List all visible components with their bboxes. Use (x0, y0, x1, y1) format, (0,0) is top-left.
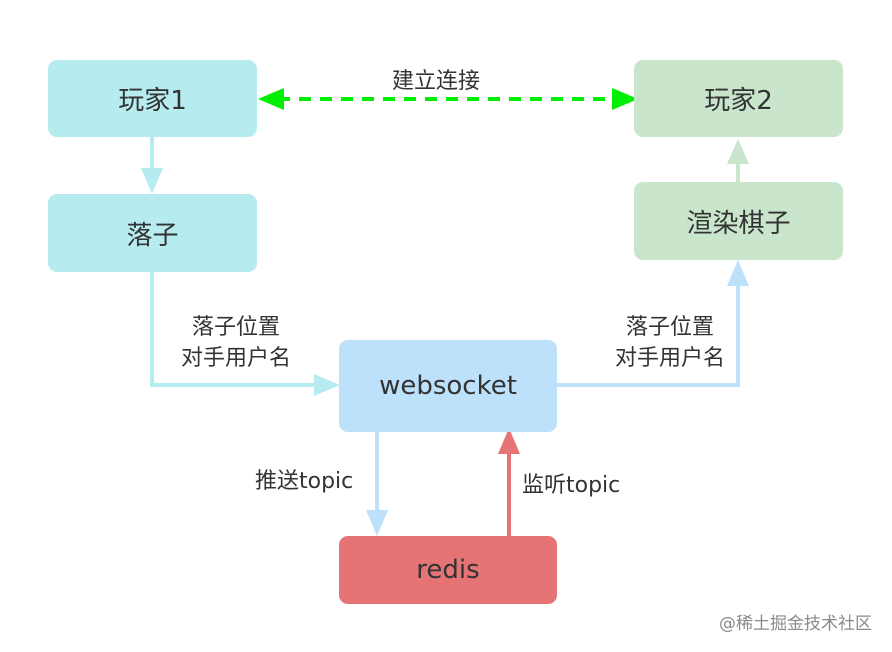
render-piece-node: 渲染棋子 (634, 182, 843, 260)
watermark: @稀土掘金技术社区 (719, 614, 872, 634)
place-to-websocket-label-line2: 对手用户名 (180, 346, 291, 371)
player2-node: 玩家2 (634, 60, 843, 137)
player1-node: 玩家1 (48, 60, 257, 137)
place-to-websocket-line (150, 272, 318, 387)
connect-label: 建立连接 (392, 69, 481, 94)
redis-to-websocket-label: 监听topic (522, 473, 621, 498)
websocket-to-render-label-line1: 落子位置 (625, 315, 714, 340)
place-to-websocket-arrowhead (314, 374, 340, 396)
redis-to-websocket-arrowhead (498, 428, 520, 454)
websocket-to-render-label: 落子位置 对手用户名 (602, 312, 738, 374)
websocket-to-render-line (556, 282, 740, 387)
redis-node: redis (339, 536, 557, 604)
websocket-node: websocket (339, 340, 557, 432)
render-to-player2-arrowhead (727, 139, 749, 164)
connect-arrowhead-right (612, 88, 638, 110)
websocket-to-render-label-line2: 对手用户名 (614, 346, 725, 371)
websocket-to-redis-arrowhead (366, 510, 388, 536)
place-piece-node: 落子 (48, 194, 257, 272)
websocket-to-redis-label: 推送topic (255, 469, 354, 494)
connect-arrowhead-left (258, 88, 284, 110)
player1-to-place-arrowhead (141, 168, 163, 194)
place-to-websocket-label: 落子位置 对手用户名 (168, 312, 304, 374)
place-to-websocket-label-line1: 落子位置 (191, 315, 280, 340)
websocket-to-render-arrowhead (727, 260, 749, 286)
